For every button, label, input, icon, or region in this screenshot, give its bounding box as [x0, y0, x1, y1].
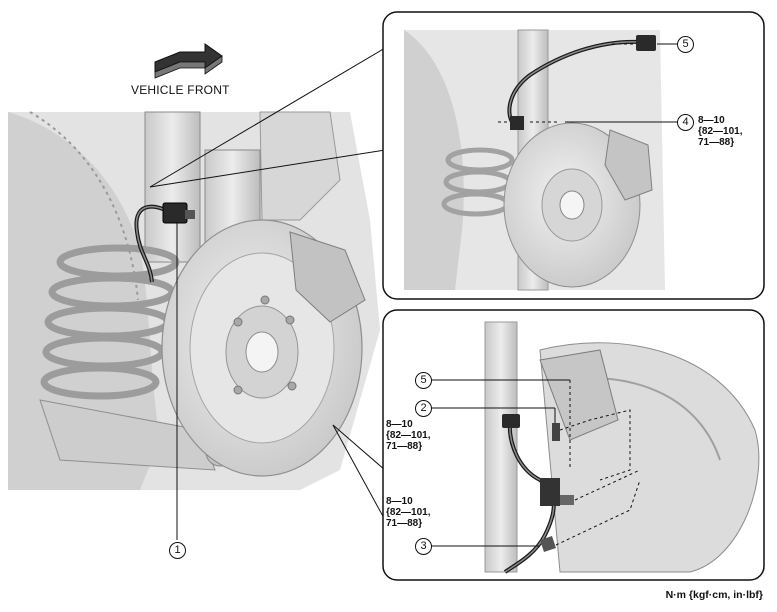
callout-3: 3	[415, 538, 432, 555]
callout-1: 1	[169, 542, 186, 559]
lower-inset-view	[382, 309, 765, 581]
torque-spec-item4: 8—10 {82—101, 71—88}	[698, 115, 743, 148]
torque-units-legend: N·m {kgf·cm, in·lbf}	[665, 589, 763, 601]
inset-leader-lines	[149, 47, 386, 521]
callout-4: 4	[677, 114, 694, 131]
vehicle-front-arrow-icon	[154, 43, 223, 79]
upper-inset-view	[382, 11, 765, 300]
callout-5-lower: 5	[415, 372, 432, 389]
callout-5-upper: 5	[677, 36, 694, 53]
torque-spec-item3: 8—10 {82—101, 71—88}	[386, 496, 431, 529]
callout-2: 2	[415, 400, 432, 417]
torque-spec-item2: 8—10 {82—101, 71—88}	[386, 419, 431, 452]
main-suspension-view	[8, 111, 380, 490]
vehicle-front-label: VEHICLE FRONT	[131, 83, 230, 97]
